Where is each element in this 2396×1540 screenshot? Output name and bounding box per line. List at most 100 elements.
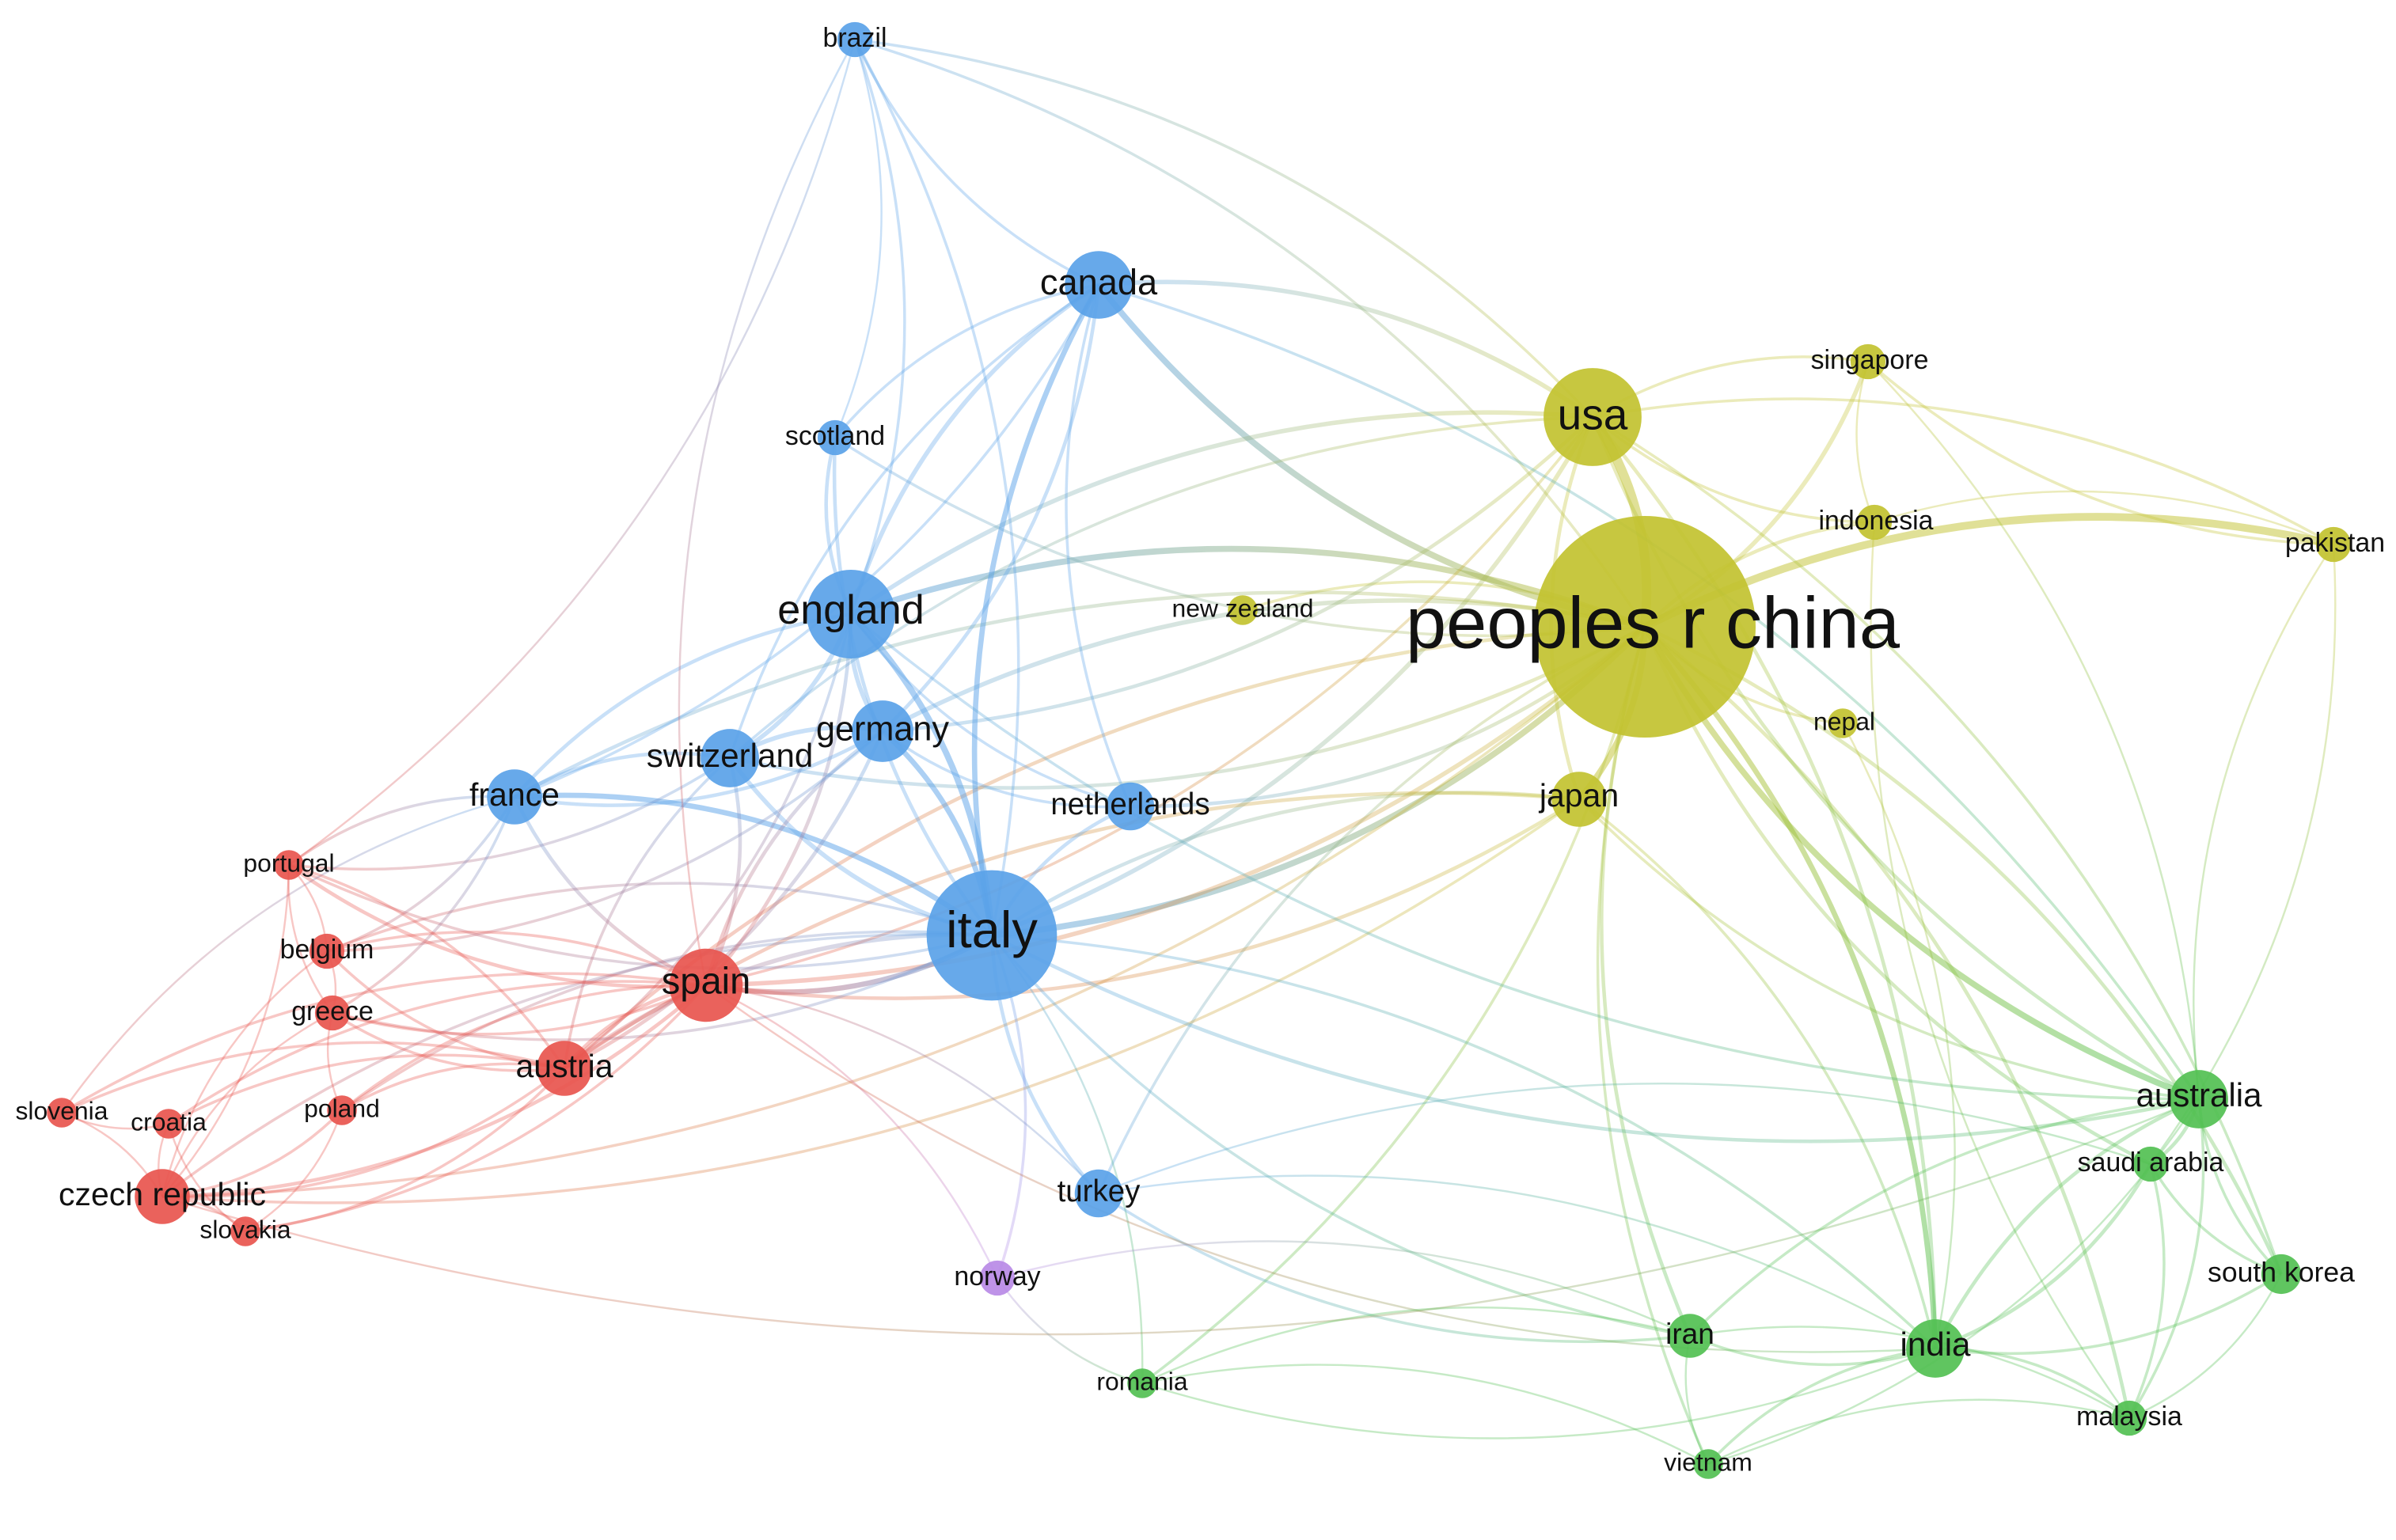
node-pakistan[interactable] (2315, 526, 2352, 563)
label-malaysia: malaysia (2076, 1402, 2182, 1432)
edge-peoples-r-china-switzerland (729, 624, 1646, 790)
node-switzerland[interactable] (701, 729, 759, 787)
label-peoples-r-china: peoples r china (1406, 582, 1900, 663)
node-india[interactable] (1906, 1319, 1965, 1378)
label-spain: spain (662, 959, 751, 1001)
node-poland[interactable] (327, 1095, 357, 1125)
label-belgium: belgium (280, 935, 374, 965)
node-south-korea[interactable] (2261, 1254, 2302, 1295)
edge-italy-portugal (288, 863, 993, 970)
edge-usa-brazil (854, 38, 1594, 419)
edge-peoples-r-china-malaysia (1643, 625, 2132, 1419)
label-switzerland: switzerland (647, 737, 814, 774)
label-portugal: portugal (243, 848, 334, 877)
label-layer: peoples r chinausajapansingaporeindonesi… (15, 23, 2385, 1476)
edge-norway-iran (997, 1240, 1691, 1337)
node-england[interactable] (806, 569, 896, 659)
node-malaysia[interactable] (2111, 1400, 2147, 1436)
node-peoples-r-china[interactable] (1534, 516, 1756, 738)
node-slovenia[interactable] (47, 1098, 77, 1128)
node-portugal[interactable] (274, 850, 304, 880)
node-slovakia[interactable] (230, 1216, 260, 1246)
edge-saudi-arabia-malaysia (2128, 1163, 2166, 1419)
edge-brazil-portugal (288, 39, 856, 866)
edge-italy-scotland (832, 437, 993, 937)
node-indonesia[interactable] (1856, 504, 1893, 541)
edge-spain-belgium (326, 931, 707, 987)
edge-spain-czech-republic (161, 984, 708, 1199)
edge-germany-netherlands (881, 730, 1131, 809)
label-nepal: nepal (1813, 707, 1875, 735)
node-italy[interactable] (926, 870, 1058, 1001)
edge-switzerland-austria (563, 757, 731, 1069)
node-japan[interactable] (1551, 772, 1607, 827)
edge-spain-norway (705, 984, 999, 1279)
node-canada[interactable] (1065, 251, 1133, 319)
edge-peoples-r-china-south-korea (1644, 624, 2284, 1275)
edge-canada-brazil (853, 39, 1099, 286)
node-layer (47, 21, 2352, 1479)
edge-england-france (513, 612, 852, 798)
node-netherlands[interactable] (1106, 782, 1155, 831)
node-new-zealand[interactable] (1228, 595, 1258, 625)
node-germany[interactable] (852, 700, 913, 762)
edge-england-brazil (849, 39, 906, 615)
label-indonesia: indonesia (1818, 506, 1933, 536)
node-france[interactable] (487, 769, 542, 825)
edge-germany-spain (704, 730, 884, 986)
edge-romania-vietnam (1141, 1364, 1709, 1466)
node-saudi-arabia[interactable] (2132, 1146, 2169, 1182)
node-croatia[interactable] (154, 1109, 184, 1139)
node-iran[interactable] (1668, 1314, 1712, 1358)
edge-germany-france (514, 730, 884, 807)
edge-india-romania (1141, 1347, 1936, 1439)
edge-peoples-r-china-saudi-arabia (1642, 626, 2152, 1166)
node-brazil[interactable] (837, 21, 873, 58)
node-belgium[interactable] (309, 933, 345, 969)
node-austria[interactable] (537, 1041, 592, 1096)
node-vietnam[interactable] (1693, 1449, 1723, 1479)
edge-canada-germany (881, 284, 1101, 733)
edge-italy-france (514, 792, 993, 938)
node-romania[interactable] (1127, 1368, 1157, 1398)
label-greece: greece (291, 996, 374, 1026)
label-italy: italy (946, 901, 1038, 958)
label-romania: romania (1096, 1367, 1187, 1395)
edge-spain-india (705, 984, 1936, 1353)
node-greece[interactable] (314, 995, 351, 1031)
edge-czech-republic-greece (161, 1011, 333, 1197)
node-scotland[interactable] (817, 419, 853, 456)
edge-japan-india (1578, 798, 1937, 1349)
edge-france-spain (512, 796, 707, 988)
edge-india-saudi-arabia (1935, 1163, 2152, 1351)
edge-turkey-spain (705, 984, 1099, 1194)
edge-singapore-indonesia (1855, 361, 1876, 523)
edge-usa-england (849, 410, 1593, 616)
label-canada: canada (1040, 262, 1158, 302)
node-nepal[interactable] (1828, 708, 1858, 738)
label-new-zealand: new zealand (1171, 594, 1313, 622)
edge-india-south-korea (1935, 1273, 2282, 1356)
edge-england-netherlands (849, 613, 1131, 808)
edge-singapore-pakistan (1866, 360, 2334, 546)
edge-peoples-r-china-vietnam (1596, 626, 1710, 1465)
label-vietnam: vietnam (1664, 1447, 1752, 1476)
node-spain[interactable] (669, 948, 743, 1022)
label-norway: norway (954, 1261, 1040, 1292)
node-turkey[interactable] (1074, 1169, 1123, 1218)
edge-italy-iran (990, 934, 1691, 1337)
node-czech-republic[interactable] (135, 1169, 190, 1224)
edge-peoples-r-china-india (1642, 624, 1938, 1349)
node-singapore[interactable] (1850, 343, 1886, 380)
edge-peoples-r-china-czech-republic (161, 625, 1646, 1198)
label-saudi-arabia: saudi arabia (2078, 1147, 2224, 1178)
node-usa[interactable] (1544, 368, 1642, 466)
node-norway[interactable] (979, 1260, 1016, 1296)
edge-australia-iran (1688, 1098, 2200, 1337)
edge-brazil-scotland (833, 39, 883, 438)
label-slovakia: slovakia (199, 1215, 290, 1243)
edge-austria-belgium (325, 950, 565, 1070)
node-australia[interactable] (2170, 1070, 2228, 1128)
edge-canada-switzerland (728, 283, 1099, 759)
edge-england-australia (849, 613, 2200, 1101)
